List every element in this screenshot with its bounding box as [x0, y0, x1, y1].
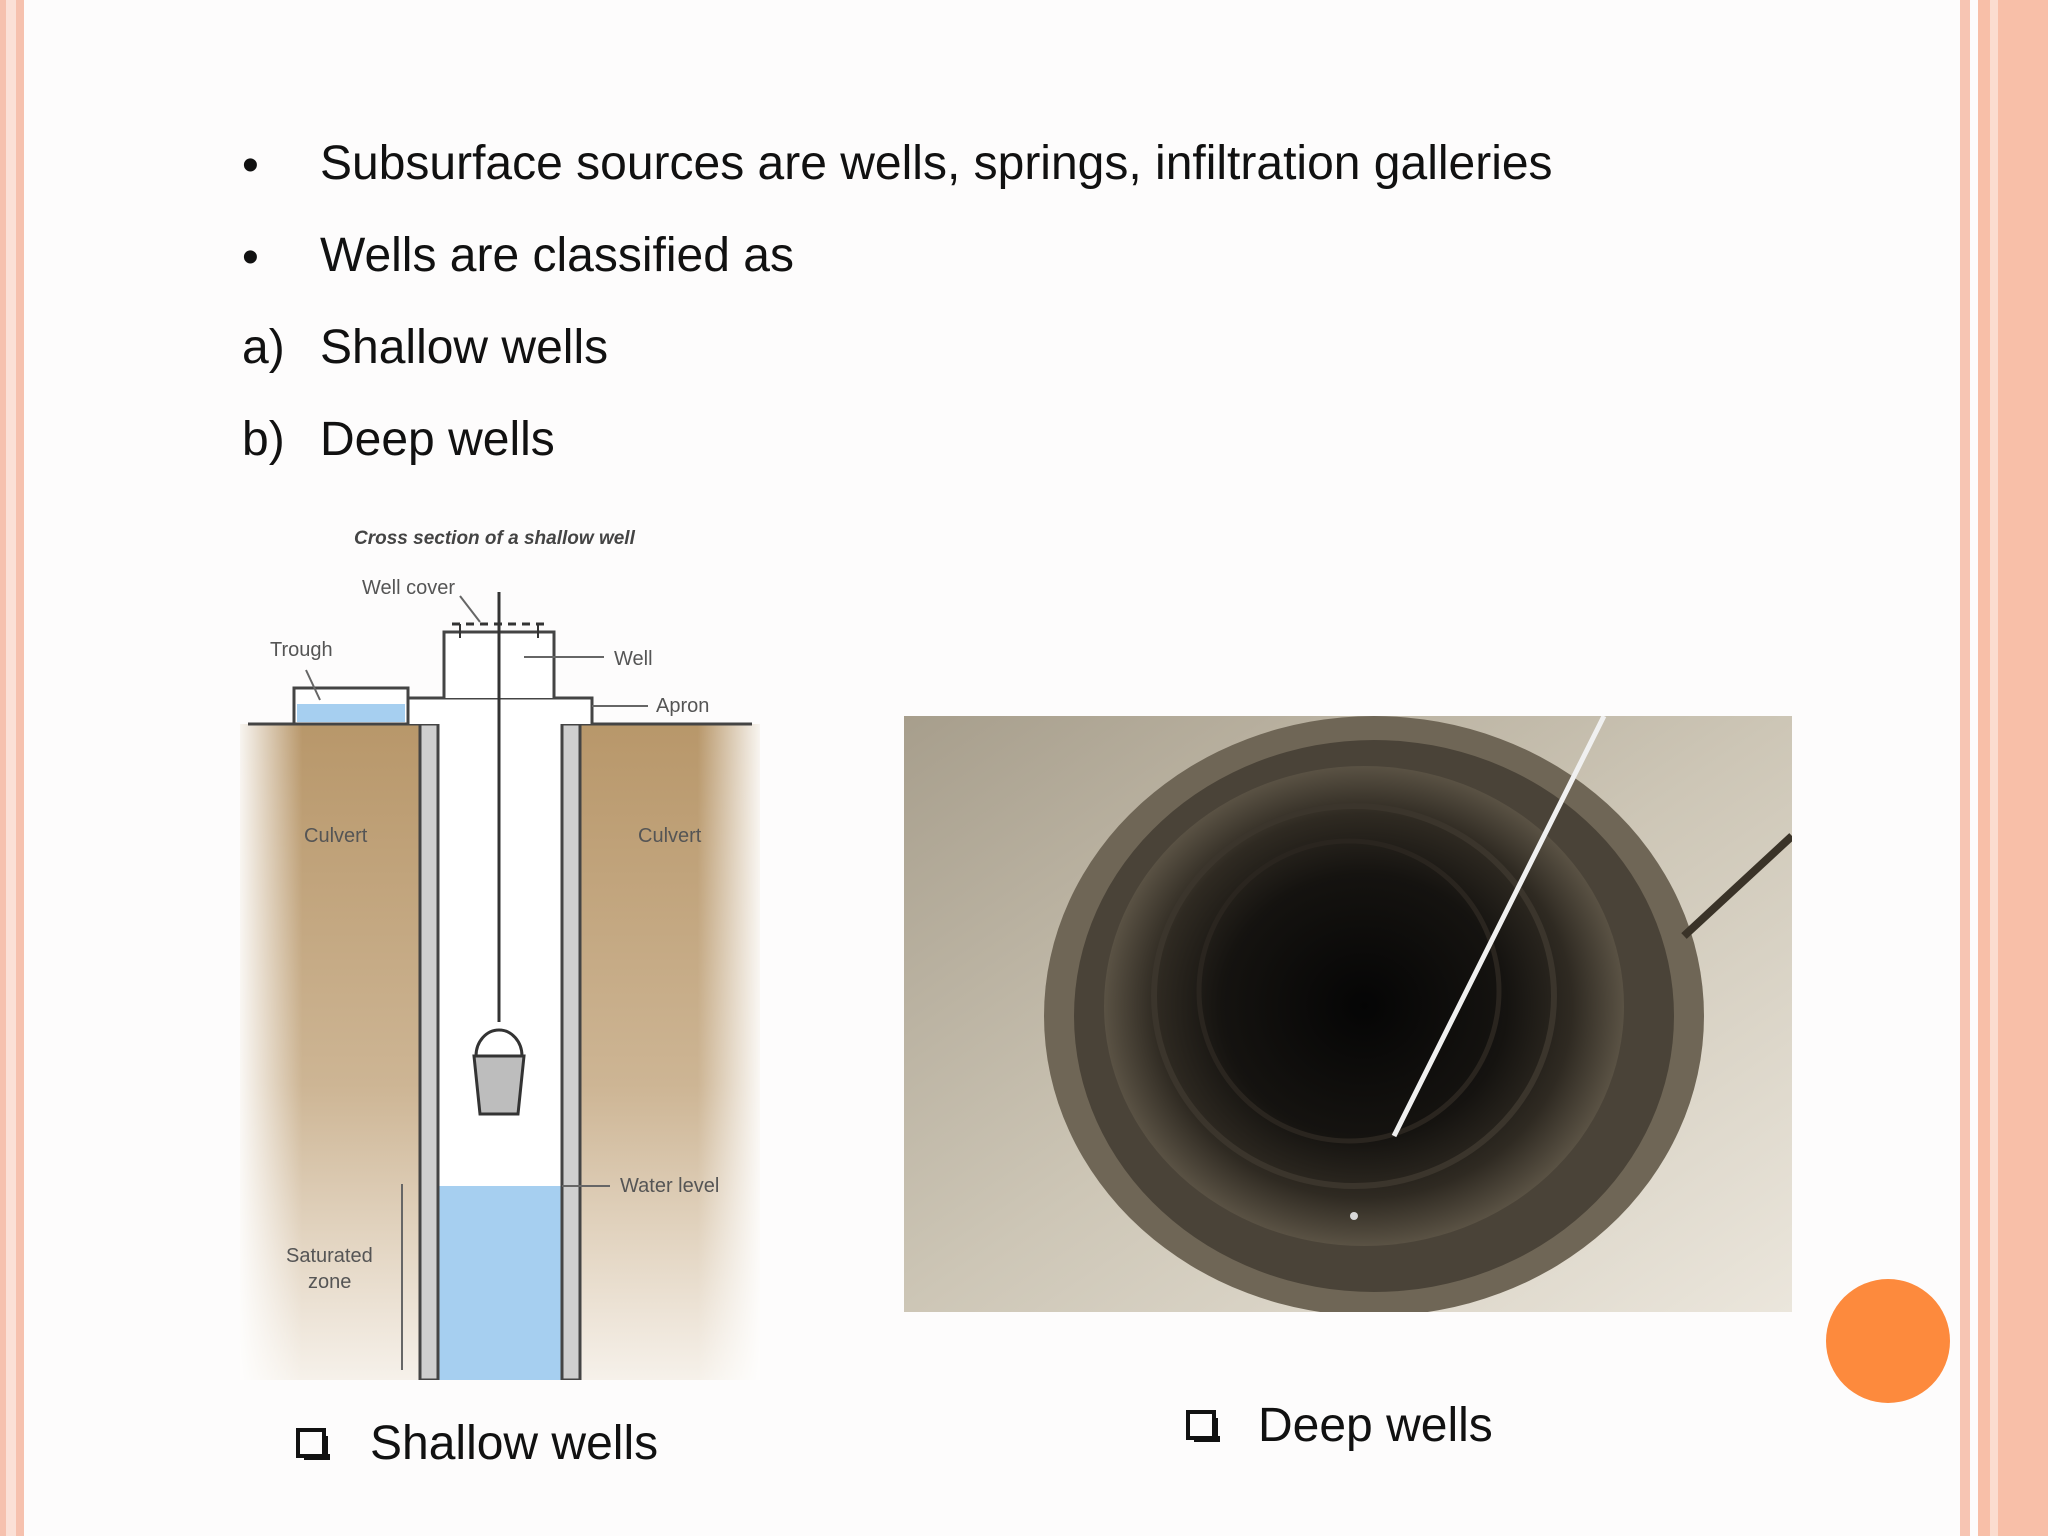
- list-marker-a: a): [242, 321, 285, 374]
- trough-water: [297, 704, 405, 722]
- label-water-level: Water level: [620, 1175, 719, 1197]
- bucket-handle: [474, 1028, 524, 1057]
- label-zone: zone: [308, 1271, 351, 1293]
- shallow-well-diagram: Cross section of a shallow well: [240, 528, 760, 1380]
- bucket-icon: [472, 1054, 526, 1116]
- bullet-marker-2: •: [242, 231, 259, 284]
- label-apron: Apron: [656, 695, 709, 717]
- right-border-stripe: [1960, 0, 1970, 1536]
- checkbox-icon-shallow: [296, 1428, 330, 1460]
- label-trough: Trough: [270, 639, 333, 661]
- label-saturated: Saturated: [286, 1245, 373, 1267]
- culvert-wall-right: [560, 722, 582, 1380]
- caption-deep-wells: Deep wells: [1258, 1399, 1493, 1452]
- diagram-title: Cross section of a shallow well: [354, 528, 636, 549]
- well-hole: [1104, 766, 1624, 1246]
- right-border: [1978, 0, 2048, 1536]
- list-marker-b: b): [242, 413, 285, 466]
- label-culvert-left: Culvert: [304, 825, 368, 847]
- list-text-a: Shallow wells: [320, 321, 609, 374]
- bullet-text-2: Wells are classified as: [320, 229, 794, 282]
- well-water: [438, 1186, 562, 1380]
- accent-dot: [1826, 1279, 1950, 1403]
- label-well-cover: Well cover: [362, 577, 455, 599]
- rope-line: [1391, 716, 1607, 1138]
- bullet-marker-1: •: [242, 139, 259, 192]
- checkbox-icon-deep: [1186, 1410, 1220, 1442]
- bullet-text-1: Subsurface sources are wells, springs, i…: [320, 137, 1553, 190]
- culvert-wall-left: [418, 722, 440, 1380]
- caption-shallow-wells: Shallow wells: [370, 1417, 659, 1470]
- right-border-inner: [1990, 0, 1998, 1536]
- list-text-b: Deep wells: [320, 413, 555, 466]
- deep-well-photo: [904, 716, 1792, 1312]
- label-culvert-right: Culvert: [638, 825, 702, 847]
- left-border-inner: [6, 0, 16, 1536]
- label-well: Well: [614, 648, 653, 670]
